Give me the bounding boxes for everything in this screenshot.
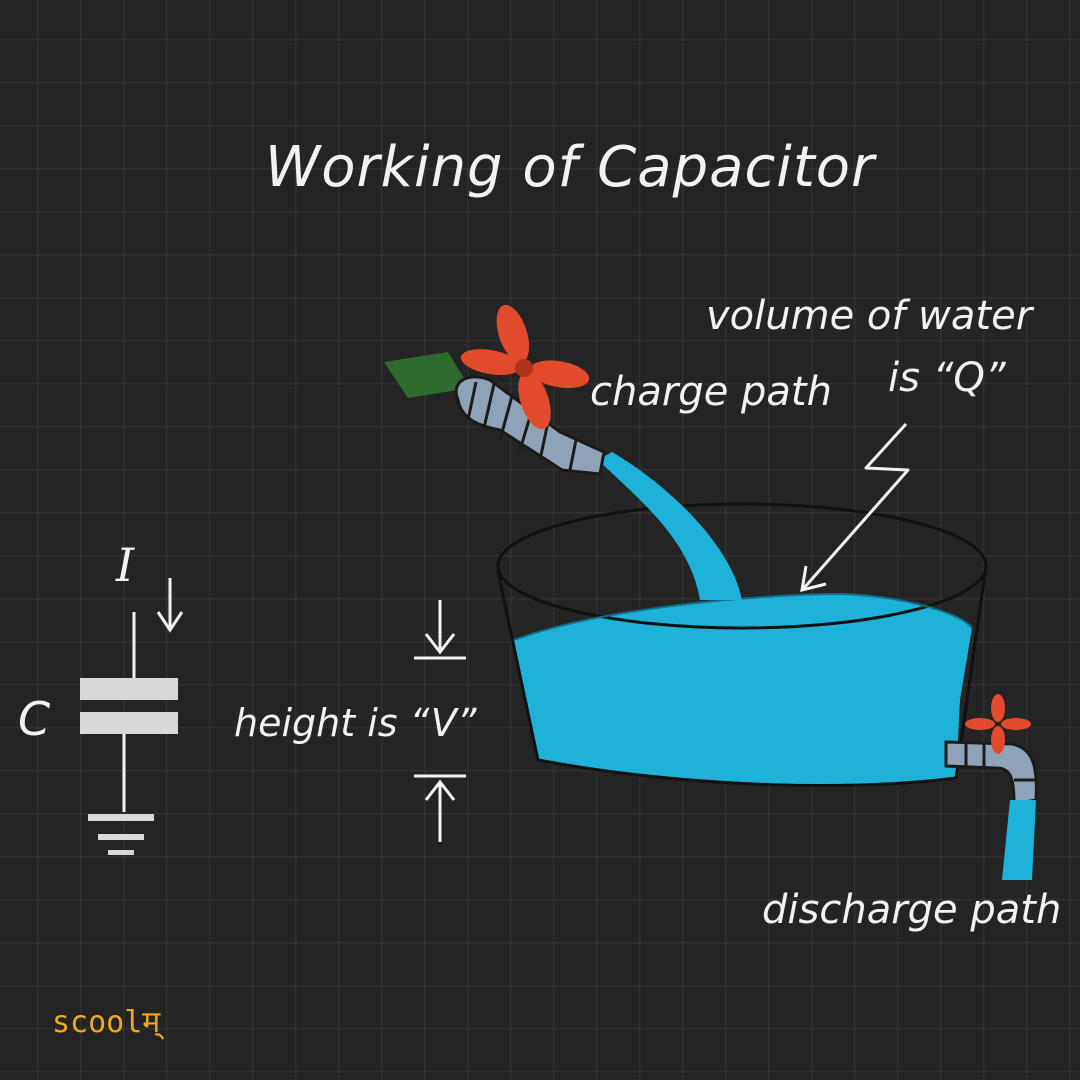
capacitor-label: C: [18, 692, 51, 746]
height-label: height is “V”: [234, 701, 477, 745]
volume-label-line1: volume of water: [706, 293, 1033, 339]
page-title: Working of Capacitor: [264, 135, 876, 200]
water-surface-line: [513, 592, 973, 641]
discharge-path-label: discharge path: [762, 887, 1062, 933]
brand-logo: scoolम्: [52, 1005, 161, 1040]
ground-icon: [88, 814, 154, 855]
capacitor-symbol: [80, 612, 178, 812]
discharge-faucet: [944, 740, 1038, 880]
height-top-arrow: [414, 600, 466, 660]
height-bottom-arrow: [414, 774, 466, 842]
volume-label-line2: is “Q”: [888, 355, 1006, 401]
charge-water-stream: [598, 452, 742, 600]
charge-faucet: [454, 375, 606, 476]
volume-pointer-arrow: [802, 422, 910, 589]
volume-pointer-arrowhead: [800, 565, 827, 593]
current-label: I: [116, 538, 135, 592]
hose: [384, 352, 470, 398]
bucket-water: [514, 594, 972, 785]
charge-path-label: charge path: [590, 369, 832, 415]
current-arrow: [156, 578, 184, 633]
charge-valve-handle: [460, 304, 590, 430]
discharge-valve-handle: [965, 694, 1031, 754]
bucket-wall: [496, 565, 988, 787]
